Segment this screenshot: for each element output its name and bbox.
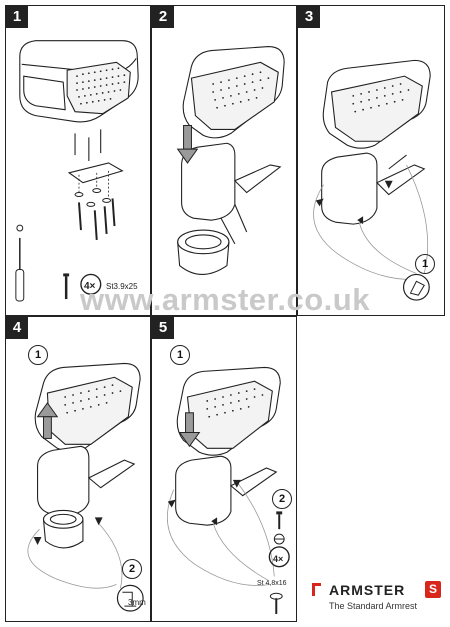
screw-icon <box>269 592 283 614</box>
armrest-adjust-illustration <box>27 362 144 612</box>
quantity-label: 4× <box>84 281 96 292</box>
gap-dimension-label: 3mm <box>128 598 146 607</box>
step-number: 1 <box>6 6 28 28</box>
arrow-up-icon <box>36 402 59 439</box>
washer-icon <box>74 192 84 197</box>
quantity-label: 4× <box>273 554 284 564</box>
step-2-panel: 2 <box>151 5 297 316</box>
washer-icon <box>92 188 102 194</box>
step-number: 5 <box>152 317 174 339</box>
washer-icon <box>273 533 285 545</box>
sub-step-badge: 2 <box>272 489 292 509</box>
washer-icon <box>102 197 112 203</box>
armrest-fixing-illustration <box>166 366 290 614</box>
armrest-exploded-illustration <box>15 40 139 302</box>
step-number: 4 <box>6 317 28 339</box>
washer-icon <box>86 201 96 207</box>
perforation-pattern <box>76 67 126 105</box>
sub-step-badge: 1 <box>28 345 48 365</box>
screw-spec-label: St3.9x25 <box>106 282 138 291</box>
screw-spec-label: St 4,8x16 <box>257 580 287 587</box>
armrest-assembly-illustration <box>176 46 285 275</box>
step-number: 3 <box>298 6 320 28</box>
armrest-mounting-illustration <box>313 59 431 301</box>
brand-name: ARMSTER <box>329 582 406 598</box>
brand-tagline: The Standard Armrest <box>329 601 418 611</box>
arrow-down-icon <box>176 124 199 164</box>
screw-icon <box>63 273 70 300</box>
step-1-panel: 1 <box>5 5 151 316</box>
step-number: 2 <box>152 6 174 28</box>
brand-badge: S <box>425 581 441 598</box>
screwdriver-icon <box>15 224 25 302</box>
arrow-down-icon <box>178 412 201 448</box>
sub-step-badge: 2 <box>122 559 142 579</box>
screw-icon <box>276 511 283 530</box>
step-5-panel: 5 <box>151 316 297 622</box>
step-3-panel: 3 1 <box>297 5 445 316</box>
sub-step-badge: 1 <box>170 345 190 365</box>
step-4-panel: 4 1 2 3mm <box>5 316 151 622</box>
logo-mark-icon <box>312 583 321 596</box>
sub-step-badge: 1 <box>415 254 435 274</box>
brand-logo: ARMSTER S The Standard Armrest <box>312 577 444 617</box>
